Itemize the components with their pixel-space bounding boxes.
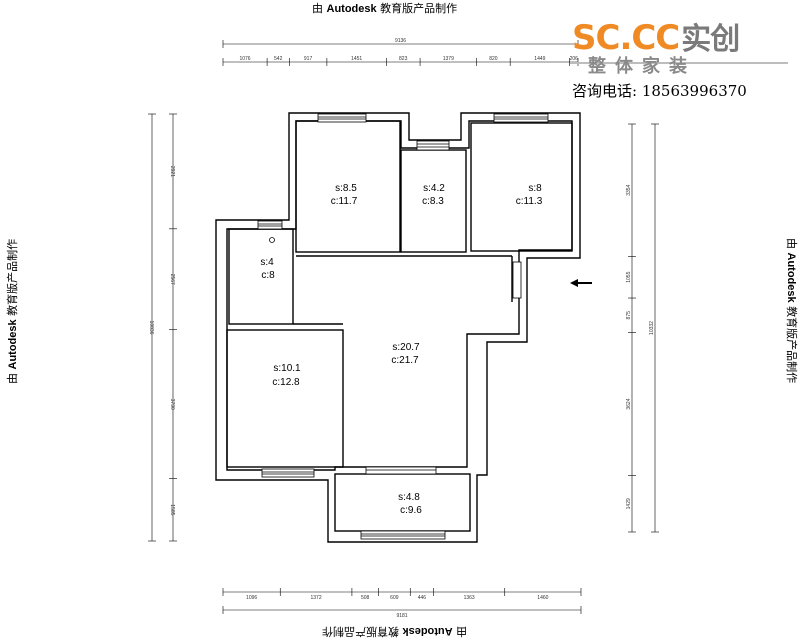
- room-wall-bedroom-bl: [226, 329, 344, 468]
- dimension-label: 1363: [464, 595, 475, 601]
- dimension-label: 823: [399, 56, 408, 62]
- logo-cn: 实创: [681, 22, 740, 57]
- dimension-label: 9136: [395, 38, 406, 44]
- dimension-label: 3790: [169, 399, 175, 410]
- dimension-label: 917: [304, 56, 313, 62]
- dimension-lines: [148, 40, 659, 614]
- dimension-label: 1585: [169, 504, 175, 515]
- dimension-labels: 9136 1076 542 917 1451 823 1379 820 1449 206 9181 1…: [148, 38, 655, 619]
- window: [261, 468, 315, 478]
- watermark-right: 由 Autodesk 教育版产品制作: [784, 238, 800, 383]
- logo-wordmark: SC.CC实创: [572, 18, 740, 58]
- phone-number: 18563996370: [641, 82, 747, 100]
- dimension-label: 1055: [626, 271, 632, 282]
- dimension-label: 1449: [534, 56, 545, 62]
- room-perimeter: c:11.7: [331, 196, 358, 207]
- room-area: s:4.2: [423, 183, 445, 194]
- watermark-left: 由 Autodesk 教育版产品制作: [4, 239, 20, 384]
- watermark-prefix: 由: [452, 625, 468, 638]
- window: [493, 113, 549, 123]
- window: [416, 140, 450, 151]
- dimension-label: 875: [626, 311, 632, 320]
- room-area: s:4: [260, 257, 274, 268]
- logo-slogan: 整体家装: [588, 56, 696, 77]
- room-area: s:10.1: [273, 363, 301, 374]
- dimension-label: 2921: [169, 166, 175, 177]
- dimension-label: 1460: [537, 595, 548, 601]
- dimension-label: 3624: [626, 398, 632, 409]
- watermark-prefix: 由: [785, 238, 798, 253]
- room-area: s:4.8: [398, 492, 420, 503]
- window: [257, 220, 283, 230]
- dimension-label: 609: [390, 595, 399, 601]
- room-labels: s:8.5 c:11.7 s:4.2 c:8.3 s:8 c:11.3 s:4 …: [260, 183, 542, 516]
- room-perimeter: c:8: [261, 270, 275, 281]
- room-area: s:8: [528, 183, 542, 194]
- room-perimeter: c:11.3: [516, 196, 543, 207]
- room-perimeter: c:21.7: [391, 355, 419, 366]
- entrance-arrow-icon: [570, 279, 592, 287]
- watermark-suffix: 教育版产品制作: [6, 238, 19, 320]
- watermark-top: 由 Autodesk 教育版产品制作: [312, 0, 457, 16]
- dimension-label: 542: [274, 56, 283, 62]
- dimension-label: 1379: [443, 56, 454, 62]
- outer-wall: [215, 112, 581, 543]
- dimension-label: 206: [570, 56, 579, 62]
- watermark-brand: Autodesk: [7, 319, 19, 370]
- room-perimeter: c:8.3: [422, 196, 444, 207]
- contact-phone: 咨询电话: 18563996370: [572, 80, 747, 101]
- dimension-label: 9181: [396, 613, 407, 619]
- room-perimeter: c:12.8: [272, 377, 300, 388]
- logo-latin: SC.CC: [572, 18, 680, 58]
- fixture-icon: [269, 237, 275, 243]
- dimension-label: 508: [361, 595, 370, 601]
- window: [360, 530, 446, 540]
- watermark-suffix: 教育版产品制作: [376, 2, 458, 15]
- room-wall-bedroom-tr: [470, 122, 573, 252]
- dimension-label: 10332: [649, 321, 655, 335]
- watermark-bottom: 由 Autodesk 教育版产品制作: [322, 624, 467, 640]
- watermark-prefix: 由: [312, 2, 327, 15]
- watermark-suffix: 教育版产品制作: [322, 625, 403, 638]
- dimension-label: 1451: [351, 56, 362, 62]
- watermark-prefix: 由: [6, 369, 19, 384]
- dimension-label: 1096: [246, 595, 257, 601]
- watermark-brand: Autodesk: [785, 252, 797, 303]
- room-perimeter: c:9.6: [400, 505, 422, 516]
- walls: [215, 112, 581, 543]
- watermark-brand: Autodesk: [402, 625, 453, 637]
- dimension-label: 1372: [311, 595, 322, 601]
- dimension-label: 2567: [169, 274, 175, 285]
- windows: [257, 113, 549, 540]
- watermark-brand: Autodesk: [326, 3, 377, 15]
- window: [317, 113, 367, 123]
- dimension-label: 10836: [148, 321, 154, 335]
- window: [365, 466, 437, 475]
- dimension-label: 3354: [626, 184, 632, 195]
- dimension-label: 820: [489, 56, 498, 62]
- logo-divider: [570, 62, 788, 64]
- dimension-label: 1076: [239, 56, 250, 62]
- company-logo: SC.CC实创 整体家装: [570, 20, 790, 100]
- room-area: s:8.5: [335, 183, 357, 194]
- window: [512, 261, 522, 299]
- watermark-suffix: 教育版产品制作: [785, 302, 798, 384]
- phone-label: 咨询电话:: [572, 82, 638, 100]
- room-area: s:20.7: [392, 342, 420, 353]
- dimension-label: 446: [418, 595, 427, 601]
- dimension-label: 1429: [626, 498, 632, 509]
